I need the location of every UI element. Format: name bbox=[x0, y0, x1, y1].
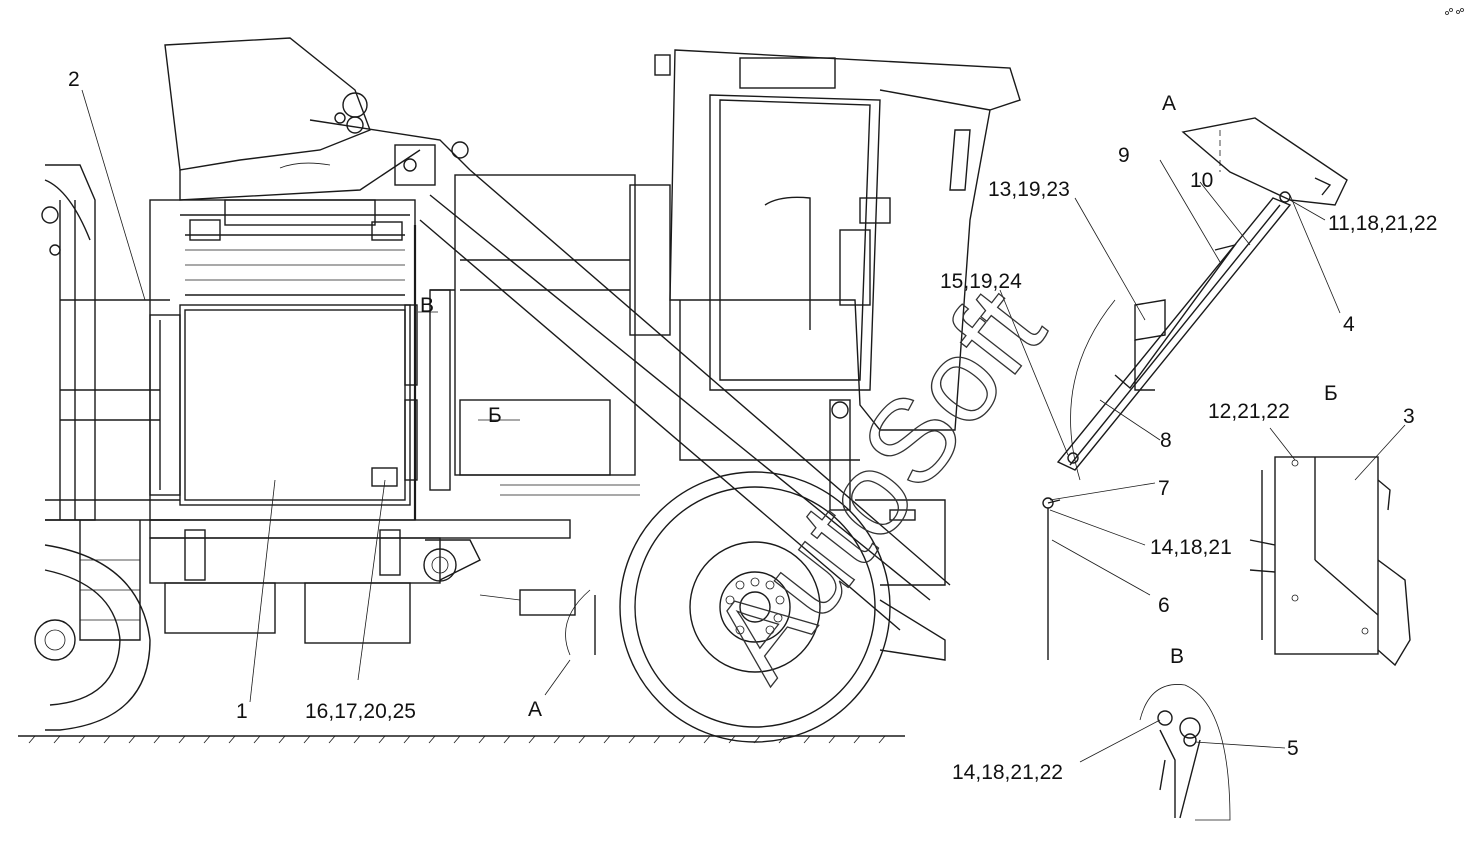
rear-body bbox=[829, 399, 946, 661]
label-view-a-detail: А bbox=[1162, 92, 1176, 115]
label-7: 7 bbox=[1158, 477, 1170, 500]
front-wheel bbox=[34, 544, 151, 731]
label-3: 3 bbox=[1403, 405, 1415, 428]
label-6: 6 bbox=[1158, 594, 1170, 617]
detail-view-a bbox=[999, 117, 1348, 660]
detail-view-v bbox=[1079, 684, 1286, 821]
detail-view-b bbox=[1249, 424, 1411, 667]
label-16-17-20-25: 16,17,20,25 bbox=[305, 700, 416, 723]
label-4: 4 bbox=[1343, 313, 1355, 336]
label-2: 2 bbox=[68, 68, 80, 91]
ground-line bbox=[18, 735, 905, 744]
watermark-text: AutoSoft bbox=[687, 265, 1070, 703]
corner-mark-icon bbox=[1445, 8, 1464, 15]
label-12-21-22: 12,21,22 bbox=[1208, 400, 1290, 423]
label-14-18-21-22: 14,18,21,22 bbox=[952, 761, 1063, 784]
leader-lines-main bbox=[81, 89, 591, 703]
operator-cab bbox=[654, 49, 1021, 461]
label-view-v-main: В bbox=[420, 294, 434, 317]
label-1: 1 bbox=[236, 700, 248, 723]
label-5: 5 bbox=[1287, 737, 1299, 760]
label-11-18-21-22: 11,18,21,22 bbox=[1328, 212, 1437, 235]
callout-labels: 2 1 16,17,20,25 А В Б А 9 10 13,19,23 15… bbox=[68, 68, 1437, 784]
rear-bunker bbox=[429, 174, 671, 496]
label-10: 10 bbox=[1190, 169, 1213, 192]
label-9: 9 bbox=[1118, 144, 1130, 167]
main-bunker bbox=[149, 199, 418, 521]
front-section bbox=[41, 164, 180, 641]
label-view-b-detail: Б bbox=[1324, 382, 1338, 405]
label-view-b-main: Б bbox=[488, 404, 502, 427]
upper-hopper bbox=[164, 37, 471, 201]
label-14-18-21: 14,18,21 bbox=[1150, 536, 1232, 559]
rear-wheel bbox=[619, 471, 891, 743]
label-8: 8 bbox=[1160, 429, 1172, 452]
chassis-frame bbox=[149, 519, 596, 655]
label-13-19-23: 13,19,23 bbox=[988, 178, 1070, 201]
label-15-19-24: 15,19,24 bbox=[940, 270, 1022, 293]
label-view-v-detail: В bbox=[1170, 645, 1184, 668]
label-view-a-main: А bbox=[528, 698, 542, 721]
